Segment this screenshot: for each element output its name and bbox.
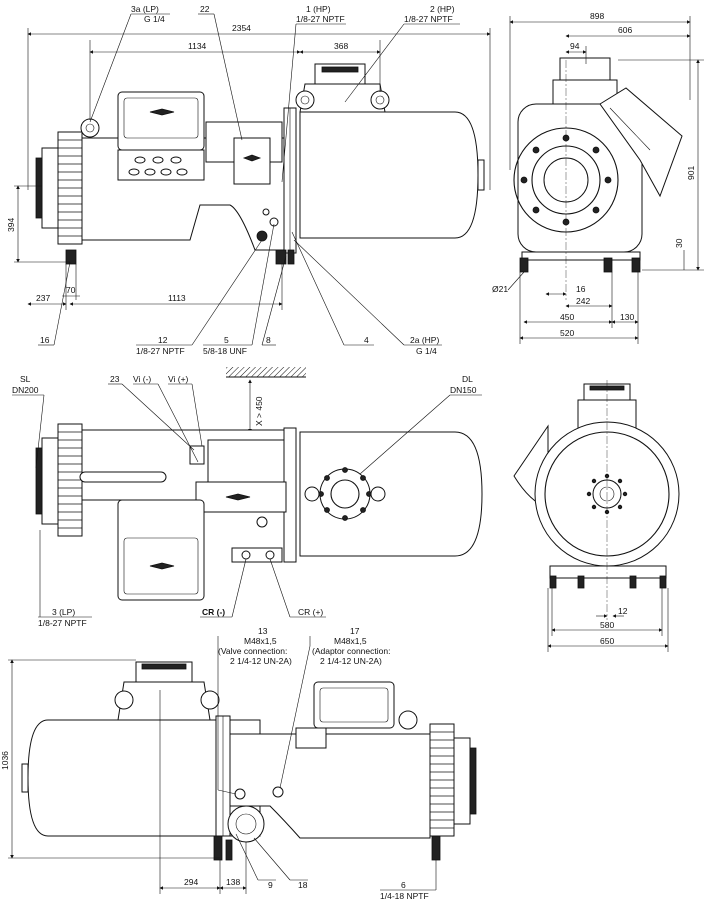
dim-2354: 2354 [232,23,251,33]
end-dim-21: Ø21 [492,284,508,294]
callout-4: 4 [364,335,369,345]
callout-3-num: 3 (LP) [52,607,75,617]
end-terminal-box [599,87,683,198]
port-5 [256,230,268,242]
end-base [521,251,641,261]
terminal-box [117,91,205,151]
end-dim-520: 520 [560,328,574,338]
callout-3a-num: 3a (LP) [131,4,159,14]
callout-13-l0: 13 [258,626,268,636]
callout-5-num: 5 [224,335,229,345]
callout-1-spec: 1/8-27 NPTF [296,14,345,24]
callout-vim: Vi (-) [133,374,151,384]
plan-terminal-box [117,499,205,601]
bottom-dim-138: 138 [226,877,240,887]
callout-dl-num: DL [462,374,473,384]
callout-sl-num: SL [20,374,31,384]
dim-237: 237 [36,293,50,303]
callout-12-num: 12 [158,335,168,345]
callout-13-l2: (Valve connection: [218,646,287,656]
wall-hatch [226,367,306,377]
callout-6-spec: 1/4-18 NPTF [380,891,429,901]
end-dim-242: 242 [576,296,590,306]
dim-1134: 1134 [188,41,207,51]
callout-2-spec: 1/8-27 NPTF [404,14,453,24]
side-view-top: 2354 1134 368 394 237 70 1113 3a (LP) G … [6,4,491,356]
callout-3a-spec: G 1/4 [144,14,165,24]
port-17 [272,786,284,798]
callout-vip: Vi (+) [168,374,189,384]
callout-17-l1: M48x1,5 [334,636,367,646]
end-dim-94: 94 [570,41,580,51]
callout-13-l3: 2 1/4-12 UN-2A) [230,656,292,666]
callout-12-spec: 1/8-27 NPTF [136,346,185,356]
end-view-top: 898 606 94 901 30 Ø21 16 242 450 130 520 [492,11,704,344]
callout-8: 8 [266,335,271,345]
foot-left [65,249,77,265]
dim-368: 368 [334,41,348,51]
bottom-terminal-box [313,681,395,729]
callout-2-num: 2 (HP) [430,4,455,14]
callout-6-num: 6 [401,880,406,890]
callout-23: 23 [110,374,120,384]
callout-16: 16 [40,335,50,345]
end-view-mid: 12 580 650 [513,380,680,652]
callout-dl-spec: DN150 [450,385,477,395]
plan-view: X > 450 SL DN200 [12,367,483,628]
suction-flange [41,147,59,229]
suction-sl-flange [41,437,59,525]
side-view-bottom: 1036 294 138 13 M48x1,5 (Valve connectio… [0,626,477,901]
callout-17-l2: (Adaptor connection: [312,646,390,656]
callout-9: 9 [268,880,273,890]
mid-dim-580: 580 [600,620,614,630]
mid-base [549,565,667,579]
clearance-label: X > 450 [254,396,264,426]
dim-1113: 1113 [168,293,186,303]
dim-70: 70 [66,285,76,295]
end-dim-450: 450 [560,312,574,322]
end-dim-16: 16 [576,284,586,294]
bottom-dim-294: 294 [184,877,198,887]
mid-dim-650: 650 [600,636,614,646]
terminal-box-lower [117,149,205,181]
end-dim-901: 901 [686,166,696,180]
callout-crp: CR (+) [298,607,323,617]
callout-17-l3: 2 1/4-12 UN-2A) [320,656,382,666]
callout-3-spec: 1/8-27 NPTF [38,618,87,628]
end-dim-130: 130 [620,312,634,322]
port-13 [234,788,246,800]
end-dim-606: 606 [618,25,632,35]
callout-17-l0: 17 [350,626,360,636]
callout-18: 18 [298,880,308,890]
callout-crm: CR (-) [202,607,225,617]
bottom-oil-pump [227,805,265,843]
plan-slide-module [195,481,287,513]
dim-394: 394 [6,218,16,232]
callout-sl-spec: DN200 [12,385,39,395]
callout-5-spec: 5/8-18 UNF [203,346,247,356]
separator-end-stub [477,159,485,191]
callout-2a-num: 2a (HP) [410,335,439,345]
bottom-suction-flange [453,737,471,825]
oil-separator-shell [299,111,479,239]
mid-dim-12: 12 [618,606,628,616]
end-dim-898: 898 [590,11,604,21]
bottom-dim-1036: 1036 [0,751,10,770]
callout-22: 22 [200,4,210,14]
callout-13-l1: M48x1,5 [244,636,277,646]
bottom-compressor-body [229,733,431,839]
callout-1-num: 1 (HP) [306,4,331,14]
end-discharge-flange [559,57,611,81]
callout-2a-spec: G 1/4 [416,346,437,356]
end-dim-30: 30 [674,238,684,248]
plan-separator-shell [299,431,483,557]
